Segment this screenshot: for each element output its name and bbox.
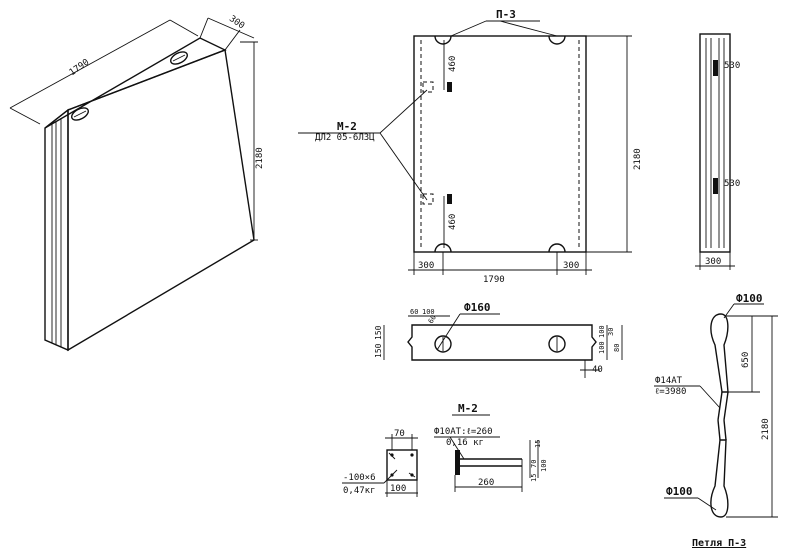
loop-dia-bottom: Ф100 [666,485,693,498]
front-dim-width: 1790 [483,275,505,285]
plan-dia-label: Ф160 [464,301,491,314]
m2-dim-r4: 100 [540,459,548,472]
side-dim-bottom: 530 [724,179,740,189]
front-loop-label: П-3 [496,8,516,21]
m2-detail: М-2 70 100 -100×6 0,47кг Ф10АТ:ℓ=260 0,1… [342,402,548,497]
isometric-panel: 1790 300 2180 [9,14,265,352]
m2-plate-spec: -100×6 [343,473,376,483]
plan-dim-right-b: 100 [598,341,606,354]
loop-dim-650: 650 [741,352,751,368]
side-view: 530 530 300 [695,33,740,270]
front-embedded-sub: ДЛ2 05-6ЛЗЦ [315,133,375,143]
loop-bar-spec: Ф14АТ [655,376,683,386]
iso-thickness-dim: 300 [227,14,246,32]
loop-detail: Ф100 Ф14АТ ℓ=3980 Ф100 650 2180 Петля П-… [654,292,778,549]
front-dim-right: 300 [563,261,579,271]
iso-length-dim: 1790 [68,58,92,79]
front-embedded-label: М-2 [337,120,357,133]
front-view: 460 460 П-3 М-2 ДЛ2 05-6ЛЗЦ 2180 300 179… [298,8,643,285]
plan-dim-top-b: 100 [422,308,435,316]
front-dim-460-bottom: 460 [448,214,458,230]
front-dim-left: 300 [418,261,434,271]
plan-dim-right-c: 30 [607,328,615,336]
plan-dim-left-b: 150 [374,343,383,358]
plan-dim-right-d: 80 [613,344,621,352]
side-dim-top: 530 [724,61,740,71]
m2-dim-r2: 70 [530,460,538,468]
plan-dim-bottom: 40 [592,365,603,375]
loop-dim-2180: 2180 [761,418,771,440]
plan-dim-top-a: 60 [410,308,418,316]
iso-height-dim: 2180 [255,147,265,169]
m2-rod-mass: 0,16 кг [446,438,484,448]
plan-dim-top-c: 60 [427,314,438,325]
m2-dim-rod: 260 [478,478,494,488]
m2-rod-spec: Ф10АТ:ℓ=260 [434,427,493,437]
m2-dim-bottom: 100 [390,484,406,494]
loop-dia-top: Ф100 [736,292,763,305]
m2-title: М-2 [458,402,478,415]
m2-dim-r3: 15 [530,474,538,482]
front-dim-460-top: 460 [448,56,458,72]
loop-title: Петля П-3 [692,538,746,549]
m2-dim-r1: 15 [534,440,542,448]
loop-bar-length: ℓ=3980 [655,387,686,397]
m2-plate-mass: 0,47кг [343,486,376,496]
front-height-dim: 2180 [633,148,643,170]
plan-view: Ф160 60 100 60 150 150 100 100 30 80 40 [374,301,623,378]
side-dim-width: 300 [705,257,721,267]
plan-dim-left-a: 150 [374,325,383,340]
m2-dim-top: 70 [394,429,405,439]
plan-dim-right-a: 100 [598,325,606,338]
